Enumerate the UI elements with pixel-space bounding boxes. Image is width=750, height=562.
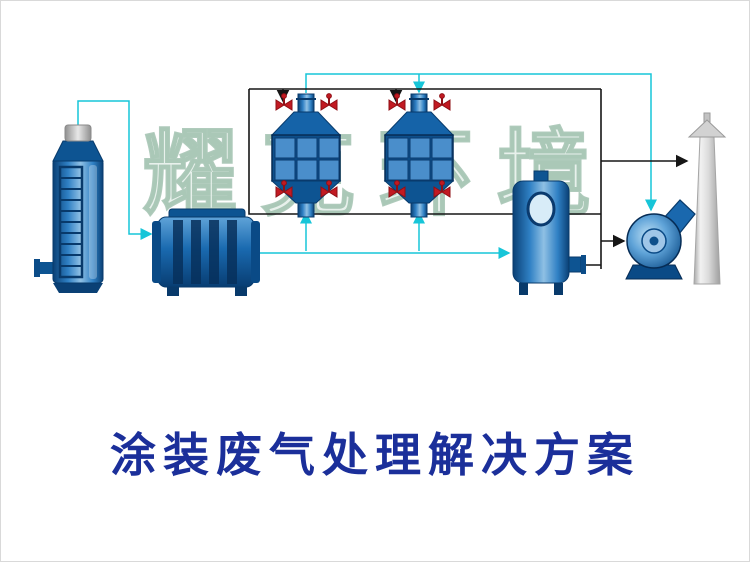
centrifugal-fan [625, 199, 696, 280]
unit-foot-right [235, 287, 247, 296]
tower-inlet-flange [34, 259, 40, 277]
valve-top-left [275, 92, 293, 111]
unit-foot-left [167, 287, 179, 296]
tank-leg-left [519, 283, 528, 295]
carbon-adsorption-box-2 [385, 94, 453, 217]
box-bottom-pipe [297, 202, 315, 218]
chimney-stack [693, 136, 721, 285]
unit-right-cap [251, 221, 260, 283]
pipe-boxes-to-fan [305, 73, 657, 212]
unit-left-cap [152, 221, 161, 283]
spray-tower [34, 124, 104, 293]
tower-top-flare [52, 140, 104, 162]
bypass-line [248, 89, 601, 215]
carbon-adsorption-box-1 [270, 92, 342, 218]
vertical-tank [512, 170, 586, 295]
box-top-pipe [297, 93, 315, 114]
pipe-lines-black [248, 88, 689, 269]
fan-hub [649, 236, 659, 246]
box-panels [274, 137, 340, 181]
box-bottom-hopper [270, 180, 342, 204]
tower-inlet-stub [40, 262, 54, 274]
tower-bottom-flare [53, 283, 103, 293]
tank-leg-right [554, 283, 563, 295]
diagram-title: 涂装废气处理解决方案 [110, 428, 640, 482]
unit-stripes [173, 220, 237, 284]
valve-top-right [320, 92, 338, 111]
unit-body [157, 216, 255, 288]
tank-outlet-stub [568, 256, 582, 273]
exhaust-chimney [687, 112, 727, 285]
box-top-hopper [270, 111, 342, 136]
pipe-tower-to-unit [77, 100, 153, 240]
tower-highlight [89, 165, 97, 279]
tank-outlet-flange [581, 255, 586, 274]
pipe-lines-cyan [77, 73, 657, 259]
tank-sight-window [526, 191, 556, 227]
tower-top-cap [64, 124, 92, 142]
chimney-cap [687, 119, 727, 138]
uv-photolysis-unit [152, 208, 260, 296]
tower-ladder-rungs [60, 177, 82, 267]
